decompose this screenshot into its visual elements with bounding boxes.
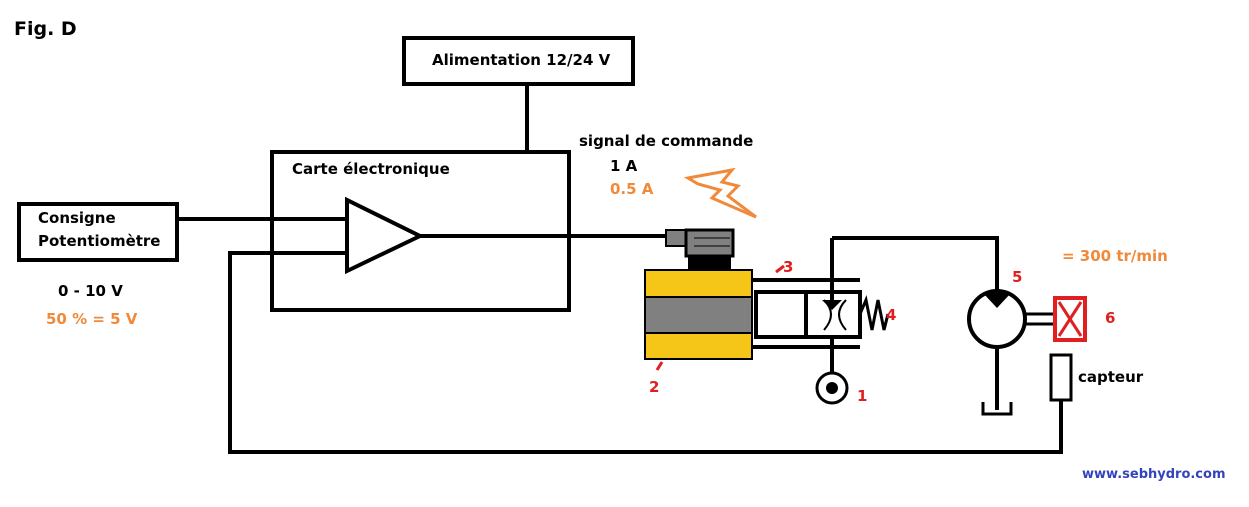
load-symbol xyxy=(1053,296,1087,342)
sensor-label: capteur xyxy=(1078,368,1144,386)
voltage-range-label: 0 - 10 V xyxy=(58,282,123,300)
callout-1: 1 xyxy=(857,387,868,405)
controller-card-box xyxy=(270,150,571,312)
callout-2: 2 xyxy=(649,378,660,396)
setpoint-label-line1: Consigne xyxy=(38,209,116,227)
callout-4: 4 xyxy=(886,306,897,324)
spring-symbol xyxy=(858,294,890,331)
callout-5: 5 xyxy=(1012,268,1023,286)
power-supply-label: Alimentation 12/24 V xyxy=(432,51,611,69)
figure-label: Fig. D xyxy=(14,18,77,40)
command-signal-value: 0.5 A xyxy=(610,180,654,198)
connector-base xyxy=(688,256,731,270)
controller-card-label: Carte électronique xyxy=(292,160,450,178)
setpoint-label-line2: Potentiomètre xyxy=(38,232,161,250)
solenoid-core xyxy=(644,296,753,334)
connector-plug xyxy=(684,228,735,258)
callout-3: 3 xyxy=(783,258,794,276)
speed-label: = 300 tr/min xyxy=(1062,247,1168,265)
command-signal-title: signal de commande xyxy=(579,132,754,150)
callout-6: 6 xyxy=(1105,309,1116,327)
speed-sensor xyxy=(1049,353,1073,402)
lightning-icon xyxy=(683,167,757,219)
power-supply-box xyxy=(402,36,635,86)
amplifier-symbol xyxy=(345,196,425,275)
pump-symbol xyxy=(815,371,849,405)
setpoint-box xyxy=(17,202,179,262)
connector-plug-tip xyxy=(665,229,687,247)
website-label: www.sebhydro.com xyxy=(1082,467,1226,482)
command-signal-max: 1 A xyxy=(610,157,638,175)
feedback-wire xyxy=(228,251,1063,454)
tank-symbol xyxy=(981,402,1013,416)
setpoint-value-label: 50 % = 5 V xyxy=(46,310,138,328)
